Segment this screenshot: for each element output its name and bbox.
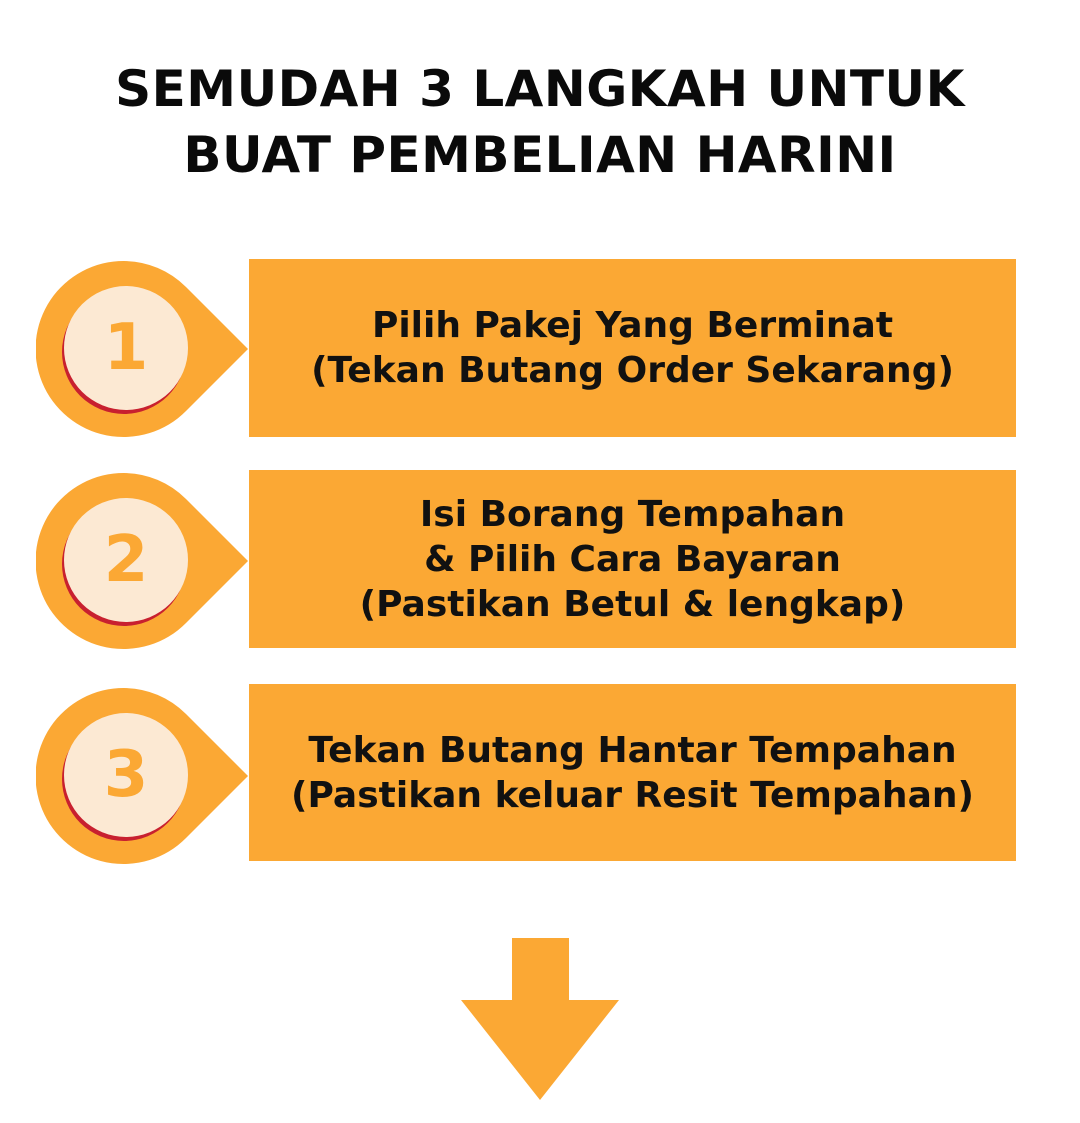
step-3-line: (Pastikan keluar Resit Tempahan)	[291, 774, 974, 816]
step-2-line: & Pilih Cara Bayaran	[424, 538, 841, 580]
step-1-line: Pilih Pakej Yang Berminat	[371, 305, 894, 346]
title-line-2: BUAT PEMBELIAN HARINI	[183, 126, 897, 184]
step-3-line: Tekan Butang Hantar Tempahan	[308, 729, 957, 771]
step-2-number: 2	[103, 523, 149, 597]
step-2-line: (Pastikan Betul & lengkap)	[359, 583, 906, 625]
step-1-pin-icon	[36, 260, 248, 437]
step-3-box: Tekan Butang Hantar Tempahan (Pastikan k…	[249, 684, 1016, 861]
step-2-box: Isi Borang Tempahan & Pilih Cara Bayaran…	[249, 470, 1016, 648]
step-3-pin-icon	[36, 687, 248, 864]
title-line-1: SEMUDAH 3 LANGKAH UNTUK	[115, 60, 965, 118]
arrow-down-icon	[461, 938, 619, 1100]
step-1-line: (Tekan Butang Order Sekarang)	[311, 350, 954, 391]
step-2-pin-icon	[36, 472, 248, 649]
step-3-number: 3	[103, 738, 149, 812]
step-2-line: Isi Borang Tempahan	[419, 493, 846, 535]
step-1-number: 1	[103, 311, 149, 385]
step-1-box: Pilih Pakej Yang Berminat (Tekan Butang …	[249, 259, 1016, 437]
page-title: SEMUDAH 3 LANGKAH UNTUK BUAT PEMBELIAN H…	[0, 56, 1080, 188]
